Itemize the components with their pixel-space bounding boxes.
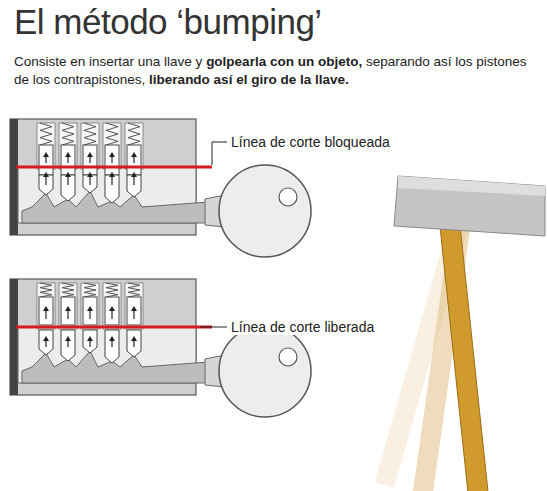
arrow-head — [131, 172, 137, 177]
arrow-head — [131, 306, 137, 311]
arrow-head — [87, 306, 93, 311]
driver-pin — [39, 145, 53, 175]
key-pin — [39, 175, 53, 195]
callout-label: Línea de corte liberada — [229, 319, 376, 335]
key-hole — [279, 188, 297, 206]
lock-released — [10, 279, 311, 417]
shear-line — [16, 326, 212, 329]
arrow-head — [43, 152, 49, 157]
key-pin — [61, 330, 75, 361]
key-pin — [61, 175, 75, 201]
pin-chamber — [37, 283, 55, 329]
pin-chamber — [81, 283, 99, 329]
callout-label: Línea de corte bloqueada — [229, 134, 392, 150]
key-pin — [127, 175, 141, 197]
arrow-head — [65, 306, 71, 311]
title: El método ‘bumping’ — [14, 2, 322, 42]
spring — [106, 123, 118, 145]
pin-chamber — [59, 283, 77, 329]
driver-pin — [127, 297, 141, 325]
arrow-head — [43, 336, 49, 341]
hammer — [394, 176, 545, 491]
driver-pin — [61, 145, 75, 175]
key-pin — [39, 330, 53, 355]
driver-pin — [39, 297, 53, 325]
arrow-head — [87, 336, 93, 341]
spring — [84, 283, 96, 297]
key-pin — [105, 175, 119, 203]
arrow-head — [43, 306, 49, 311]
arrow-head — [65, 172, 71, 177]
intro-text: Consiste en insertar una llave y golpearl… — [14, 53, 534, 89]
driver-pin — [105, 145, 119, 175]
arrow-head — [65, 336, 71, 341]
key-blade — [22, 351, 222, 383]
key-pin — [127, 330, 141, 357]
arrow-head — [109, 306, 115, 311]
spring — [128, 123, 140, 145]
arrow-head — [131, 336, 137, 341]
arrow-head — [43, 172, 49, 177]
driver-pin — [83, 297, 97, 325]
driver-pin — [83, 145, 97, 175]
arrow-head — [131, 152, 137, 157]
intro-text-part: Consiste en insertar una llave y — [14, 54, 202, 69]
spring — [62, 123, 74, 145]
arrow-head — [87, 172, 93, 177]
key-head — [219, 325, 311, 417]
spring — [106, 283, 118, 297]
key-hole — [279, 348, 297, 366]
driver-pin — [61, 297, 75, 325]
arrow-head — [109, 152, 115, 157]
spring — [62, 283, 74, 297]
intro-bold: golpearla con un objeto, — [206, 54, 362, 69]
spring — [40, 123, 52, 145]
pin-chamber — [103, 283, 121, 329]
arrow-head — [109, 336, 115, 341]
key-pin — [83, 330, 97, 353]
lock-face — [10, 119, 18, 235]
spring — [128, 283, 140, 297]
key-pin — [105, 330, 119, 363]
driver-pin — [105, 297, 119, 325]
driver-pin — [127, 145, 141, 175]
leader-line — [200, 327, 227, 328]
lock-face — [10, 279, 18, 395]
shear-line — [16, 166, 212, 169]
arrow-head — [109, 172, 115, 177]
leader-line — [212, 142, 227, 165]
spring — [40, 283, 52, 297]
key-head — [219, 165, 311, 257]
spring — [84, 123, 96, 145]
arrow-head — [87, 152, 93, 157]
key-pin — [83, 175, 97, 193]
pin-chamber — [125, 283, 143, 329]
key-blade — [22, 191, 222, 223]
intro-bold: liberando así el giro de la llave. — [149, 72, 349, 87]
arrow-head — [65, 152, 71, 157]
